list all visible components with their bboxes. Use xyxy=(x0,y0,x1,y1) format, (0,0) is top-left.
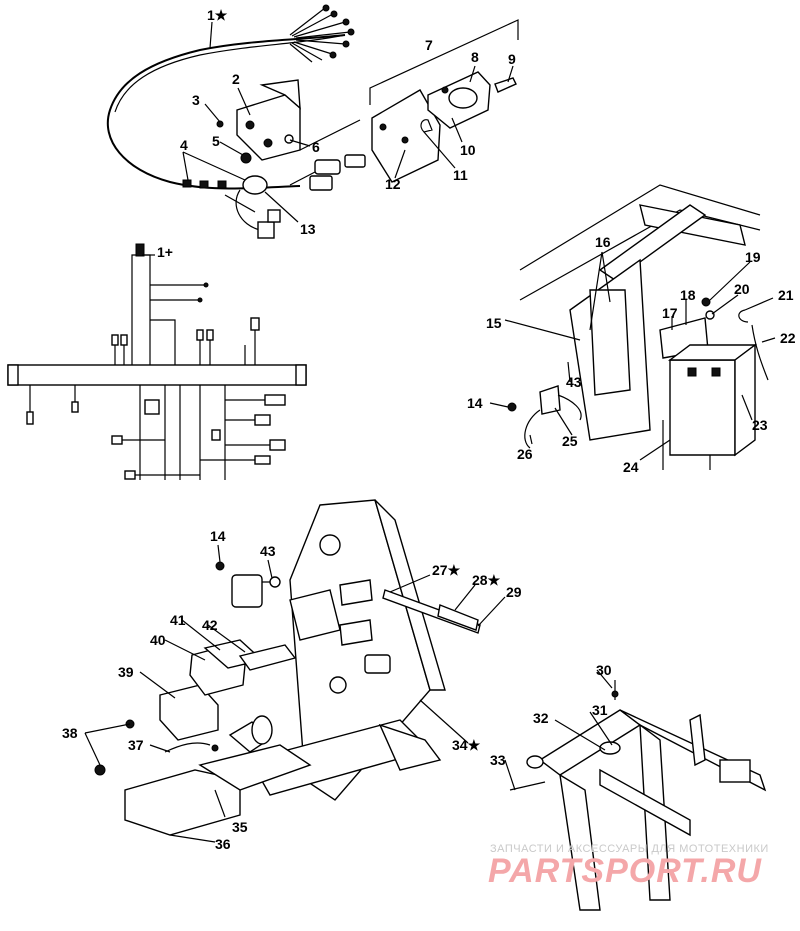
callout-1-star: 1★ xyxy=(207,7,228,23)
frame-detail xyxy=(509,680,767,911)
taillight-assembly xyxy=(369,19,519,183)
callout-17: 17 xyxy=(662,305,678,321)
callout-26: 26 xyxy=(517,446,533,462)
callout-27-star: 27★ xyxy=(432,562,461,578)
callout-3: 3 xyxy=(192,92,200,108)
callout-41: 41 xyxy=(170,612,186,628)
watermark-tagline: ЗАПЧАСТИ И АКСЕССУАРЫ ДЛЯ МОТОТЕХНИКИ xyxy=(490,843,769,855)
callout-10: 10 xyxy=(460,142,476,158)
callout-12: 12 xyxy=(385,176,401,192)
callout-40: 40 xyxy=(150,632,166,648)
callout-2: 2 xyxy=(232,71,240,87)
leader-lines xyxy=(84,21,776,843)
callout-6: 6 xyxy=(312,139,320,155)
wiring-harness-assembly xyxy=(106,4,366,239)
callout-11: 11 xyxy=(453,167,468,183)
callout-28-star: 28★ xyxy=(472,572,501,588)
callout-31: 31 xyxy=(592,702,608,718)
callout-4: 4 xyxy=(180,137,188,153)
callout-14-left: 14 xyxy=(210,528,226,544)
callout-23: 23 xyxy=(752,417,768,433)
callout-1-plus: 1+ xyxy=(157,244,173,260)
callout-21: 21 xyxy=(778,287,794,303)
callout-5: 5 xyxy=(212,133,220,149)
callout-24: 24 xyxy=(623,459,639,475)
callout-43-left: 43 xyxy=(260,543,276,559)
callout-34-star: 34★ xyxy=(452,737,481,753)
callout-14-right: 14 xyxy=(467,395,483,411)
callout-22: 22 xyxy=(780,330,796,346)
callout-7: 7 xyxy=(425,37,433,53)
watermark: ЗАПЧАСТИ И АКСЕССУАРЫ ДЛЯ МОТОТЕХНИКИ PA… xyxy=(488,843,769,890)
callout-15: 15 xyxy=(486,315,502,331)
callout-29: 29 xyxy=(506,584,522,600)
callout-43-right: 43 xyxy=(566,374,582,390)
callout-32: 32 xyxy=(533,710,549,726)
watermark-brand-logo: PARTSPORT.RU xyxy=(488,852,762,890)
ignition-mounting-area xyxy=(94,499,481,836)
callout-19: 19 xyxy=(745,249,761,265)
callout-18: 18 xyxy=(680,287,696,303)
callout-labels: 1★ 1+ 2 3 4 5 6 7 8 9 10 11 12 13 14 14 … xyxy=(62,7,796,852)
callout-33: 33 xyxy=(490,752,506,768)
callout-36: 36 xyxy=(215,836,231,852)
callout-42: 42 xyxy=(202,617,218,633)
callout-9: 9 xyxy=(508,51,516,67)
callout-35: 35 xyxy=(232,819,248,835)
callout-20: 20 xyxy=(734,281,750,297)
callout-38: 38 xyxy=(62,725,78,741)
callout-25: 25 xyxy=(562,433,578,449)
callout-30: 30 xyxy=(596,662,612,678)
harness-schematic xyxy=(7,243,307,480)
callout-16: 16 xyxy=(595,234,611,250)
callout-37: 37 xyxy=(128,737,144,753)
callout-13: 13 xyxy=(300,221,316,237)
callout-39: 39 xyxy=(118,664,134,680)
battery-area xyxy=(507,184,769,470)
callout-8: 8 xyxy=(471,49,479,65)
